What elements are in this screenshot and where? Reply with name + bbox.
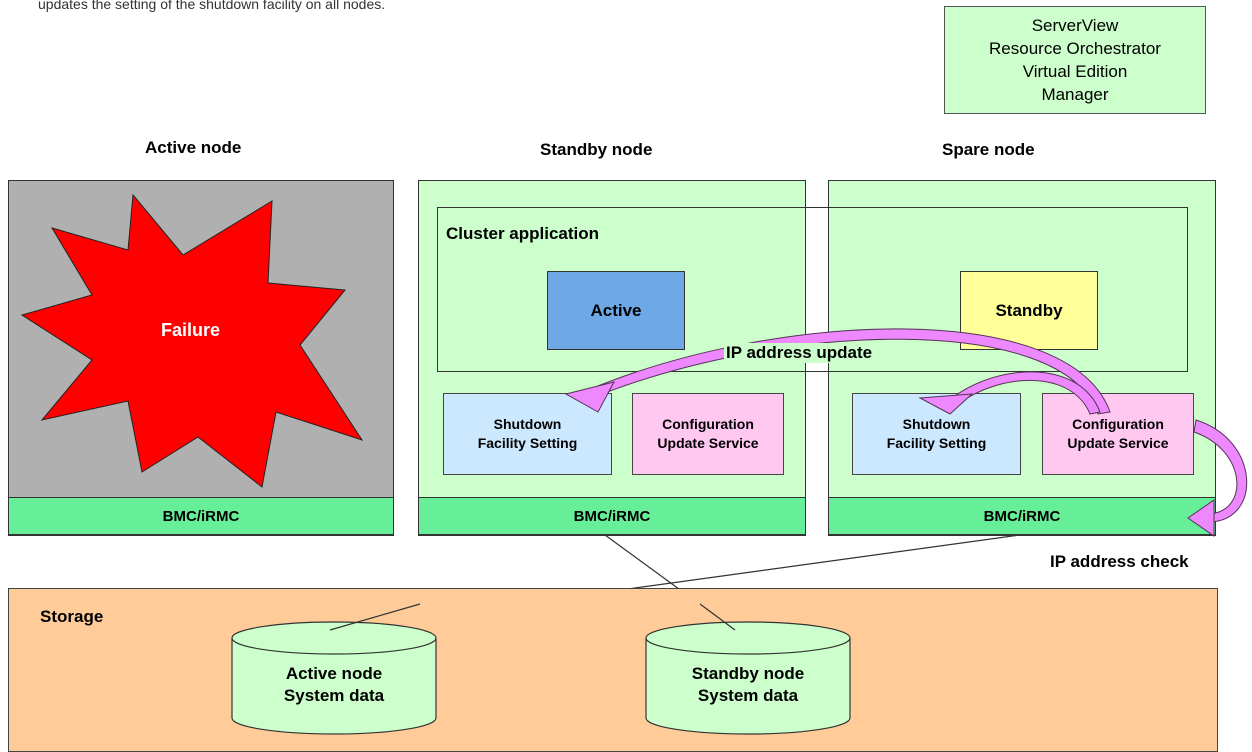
standby-config-line-1: Configuration (662, 416, 754, 432)
arrow-ip-check (1193, 419, 1248, 523)
failure-label: Failure (161, 320, 221, 340)
disk-active-line-1: Active node (285, 664, 383, 683)
manager-line-1: ServerView (1031, 16, 1119, 35)
arrow-head-standby (564, 381, 615, 413)
spare-config-line-2: Update Service (1067, 435, 1169, 451)
cluster-application-box (437, 207, 1188, 372)
ip-address-update-label: IP address update (724, 343, 875, 363)
spare-node (828, 180, 1216, 536)
standby-shutdown-line-2: Facility Setting (477, 435, 578, 451)
active-bmc: BMC/iRMC (8, 497, 394, 535)
standby-shutdown-facility-box: Shutdown Facility Setting (443, 393, 612, 475)
spare-config-update-box: Configuration Update Service (1042, 393, 1194, 475)
ip-address-check-label: IP address check (1050, 552, 1189, 571)
disk-active-line-2: System data (283, 686, 385, 705)
spare-bmc: BMC/iRMC (828, 497, 1216, 535)
manager-line-4: Manager (1041, 85, 1109, 104)
disk-standby-line-2: System data (697, 686, 799, 705)
spare-config-line-1: Configuration (1072, 416, 1164, 432)
failure-starburst (20, 193, 364, 488)
spare-node-title: Spare node (942, 140, 1035, 159)
disk-active-node (231, 621, 437, 735)
standby-shutdown-line-1: Shutdown (493, 416, 562, 432)
manager-line-2: Resource Orchestrator (989, 39, 1161, 58)
disk-active-label: Active node System data (232, 660, 436, 710)
manager-line-3: Virtual Edition (1022, 62, 1128, 81)
disk-standby-node (645, 621, 851, 735)
storage-area (8, 588, 1218, 752)
figure-caption: updates the setting of the shutdown faci… (38, 0, 386, 12)
standby-node-title: Standby node (540, 140, 653, 159)
spare-shutdown-line-2: Facility Setting (886, 435, 987, 451)
standby-config-update-box: Configuration Update Service (632, 393, 784, 475)
standby-bmc: BMC/iRMC (418, 497, 806, 535)
spare-shutdown-line-1: Shutdown (902, 416, 971, 432)
active-node-title: Active node (145, 138, 242, 157)
storage-label: Storage (40, 607, 104, 626)
disk-standby-line-1: Standby node (691, 664, 805, 683)
manager-box: ServerView Resource Orchestrator Virtual… (944, 6, 1206, 114)
cluster-active-box: Active (547, 271, 685, 350)
arrow-head-spare (918, 393, 974, 415)
arrow-head-bmc (1187, 499, 1215, 537)
standby-config-line-2: Update Service (657, 435, 759, 451)
disk-standby-label: Standby node System data (646, 660, 850, 710)
spare-shutdown-facility-box: Shutdown Facility Setting (852, 393, 1021, 475)
cluster-application-label: Cluster application (446, 224, 600, 243)
